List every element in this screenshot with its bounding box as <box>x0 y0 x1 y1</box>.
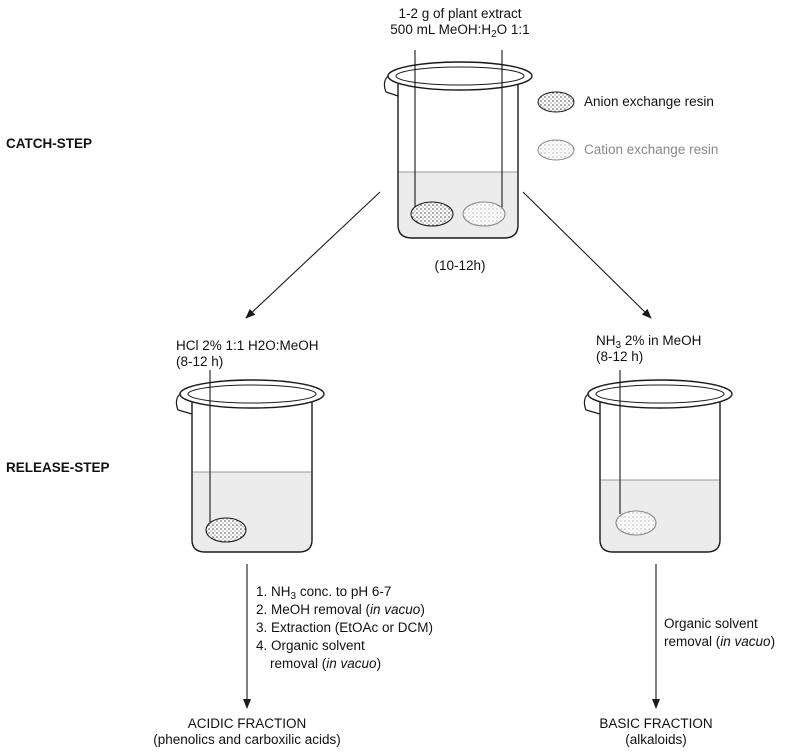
basic-workup-line-1: Organic solvent <box>664 616 758 631</box>
catch-time: (10-12h) <box>434 258 486 273</box>
base-release-time: (8-12 h) <box>596 349 644 364</box>
acid-release-reagent: HCl 2% 1:1 H2O:MeOH (8-12 h) <box>176 338 319 370</box>
cation-resin-bag <box>615 510 657 536</box>
base-release-reagent: NH3 2% in MeOH (8-12 h) <box>596 333 701 365</box>
basic-workup-line-2: removal (in vacuo) <box>664 634 776 649</box>
base-reagent: NH3 2% in MeOH <box>596 333 702 351</box>
release-step-label: RELEASE-STEP <box>6 460 110 475</box>
workup-step-3: 3. Extraction (EtOAc or DCM) <box>256 620 434 635</box>
solvent-mixture: 500 mL MeOH:H2O 1:1 <box>390 22 530 40</box>
basic-fraction-subtitle: (alkaloids) <box>625 732 687 747</box>
basic-fraction-result: BASIC FRACTION (alkaloids) <box>556 716 756 748</box>
arrow-to-acidic-release <box>245 191 381 319</box>
acidic-fraction-title: ACIDIC FRACTION <box>187 716 307 731</box>
right-beaker <box>583 370 733 553</box>
basic-workup-steps: Organic solvent removal (in vacuo) <box>664 615 775 651</box>
acidic-fraction-subtitle: (phenolics and carboxilic acids) <box>153 732 341 747</box>
workup-step-4-cont: removal (in vacuo) <box>270 656 382 671</box>
cation-resin-bag <box>462 201 506 227</box>
basic-fraction-title: BASIC FRACTION <box>599 716 713 731</box>
catch-step-label: CATCH-STEP <box>6 136 92 151</box>
acid-release-time: (8-12 h) <box>176 354 224 369</box>
anion-resin-icon <box>537 91 575 113</box>
acidic-workup-steps: 1. NH3 conc. to pH 6-7 2. MeOH removal (… <box>256 583 433 673</box>
acid-reagent: HCl 2% 1:1 H2O:MeOH <box>176 338 319 353</box>
arrow-to-basic-release <box>522 191 652 319</box>
anion-resin-bag <box>205 517 247 543</box>
anion-resin-bag <box>410 201 454 227</box>
left-beaker <box>175 370 325 553</box>
legend-anion-label: Anion exchange resin <box>584 94 714 109</box>
workup-step-1: 1. NH3 conc. to pH 6-7 <box>256 584 392 602</box>
cation-resin-icon <box>537 139 575 161</box>
top-beaker <box>383 50 533 239</box>
acidic-fraction-result: ACIDIC FRACTION (phenolics and carboxili… <box>117 716 377 748</box>
extract-amount: 1-2 g of plant extract <box>398 6 522 21</box>
workup-step-4: 4. Organic solvent <box>256 638 365 653</box>
top-beaker-caption: 1-2 g of plant extract 500 mL MeOH:H2O 1… <box>360 6 560 40</box>
workup-step-2: 2. MeOH removal (in vacuo) <box>256 602 425 617</box>
legend-cation-label: Cation exchange resin <box>584 142 719 157</box>
